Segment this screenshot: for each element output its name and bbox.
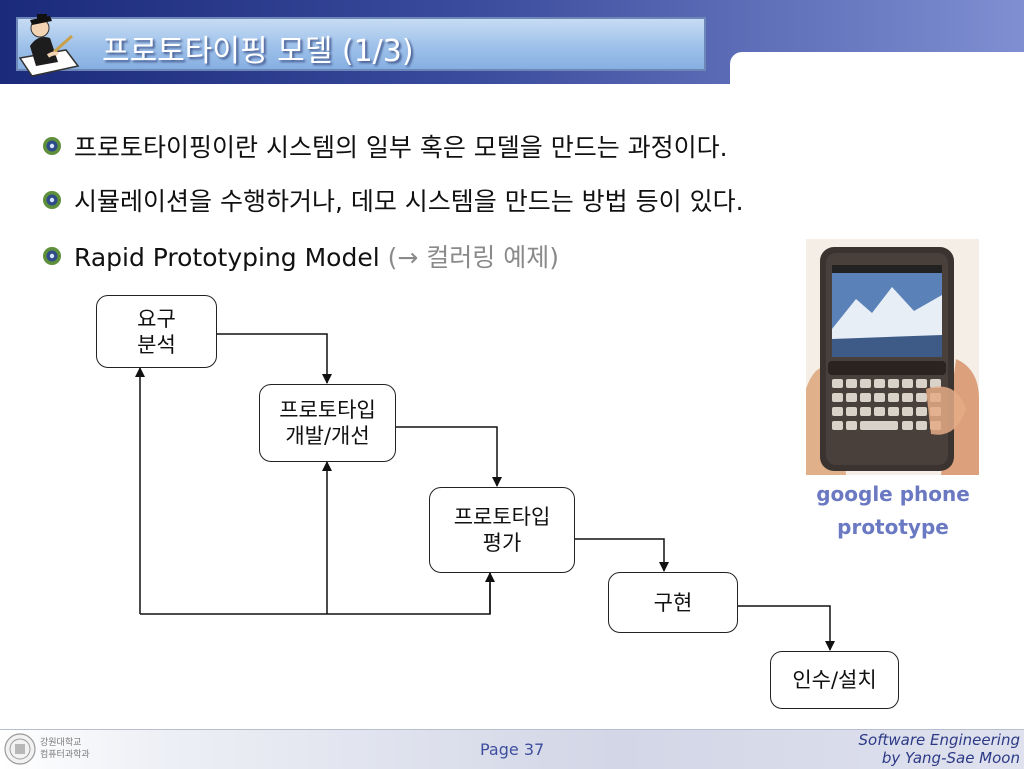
page-title: 프로토타이핑 모델 (1/3) — [102, 34, 414, 69]
university-emblem-bullet-icon — [43, 191, 61, 209]
photo-caption-line2: prototype — [837, 515, 949, 539]
bullet-text: 시뮬레이션을 수행하거나, 데모 시스템을 만드는 방법 등이 있다. — [74, 187, 744, 216]
node-requirements-analysis: 요구 분석 — [96, 295, 217, 368]
department-name: 강원대학교 컴퓨터과학과 — [40, 737, 90, 761]
ref-open-paren: ( — [387, 243, 398, 272]
photo-caption-line1: google phone — [816, 482, 970, 506]
arrow-develop-to-evaluate — [396, 426, 502, 487]
ref-close-paren: ) — [549, 243, 560, 272]
scholar-writing-icon — [18, 14, 80, 77]
bullet-item: 프로토타이핑이란 시스템의 일부 혹은 모델을 만드는 과정이다. — [42, 130, 728, 162]
university-emblem-bullet-icon — [43, 137, 61, 155]
node-prototype-evaluate: 프로토타입 평가 — [429, 487, 575, 573]
google-phone-prototype-photo — [806, 239, 979, 475]
bullet-text: Rapid Prototyping Model (→ 컬러링 예제) — [74, 238, 559, 274]
course-title: Software Engineering — [858, 731, 1020, 749]
bullet-text-main: Rapid Prototyping Model — [74, 243, 388, 272]
department-line1: 강원대학교 — [40, 738, 82, 748]
university-seal-icon — [4, 733, 36, 765]
header-corner-tab — [730, 52, 1024, 92]
course-info: Software Engineering by Yang-Sae Moon — [859, 731, 1020, 767]
feedback-baseline — [140, 573, 491, 615]
node-implementation: 구현 — [608, 572, 738, 633]
right-arrow-icon: → — [397, 243, 419, 272]
node-prototype-develop: 프로토타입 개발/개선 — [259, 384, 396, 462]
course-author: by Yang-Sae Moon — [881, 749, 1020, 767]
page-number: Page 37 — [480, 740, 545, 759]
bullet-item: 시뮬레이션을 수행하거나, 데모 시스템을 만드는 방법 등이 있다. — [42, 184, 744, 216]
bullet-item: Rapid Prototyping Model (→ 컬러링 예제) — [42, 240, 559, 272]
coloring-example-reference: 컬러링 예제 — [418, 243, 550, 272]
department-line2: 컴퓨터과학과 — [40, 750, 90, 760]
university-emblem-bullet-icon — [43, 247, 61, 265]
bullet-text: 프로토타이핑이란 시스템의 일부 혹은 모델을 만드는 과정이다. — [74, 133, 728, 162]
footer-bar — [0, 729, 1024, 769]
title-box — [16, 17, 706, 71]
node-acceptance-install: 인수/설치 — [770, 651, 899, 709]
arrow-analysis-to-develop — [216, 333, 332, 384]
arrow-implement-to-install — [738, 605, 835, 651]
arrow-evaluate-to-implement — [575, 538, 669, 572]
photo-caption: google phone prototype — [806, 478, 980, 544]
